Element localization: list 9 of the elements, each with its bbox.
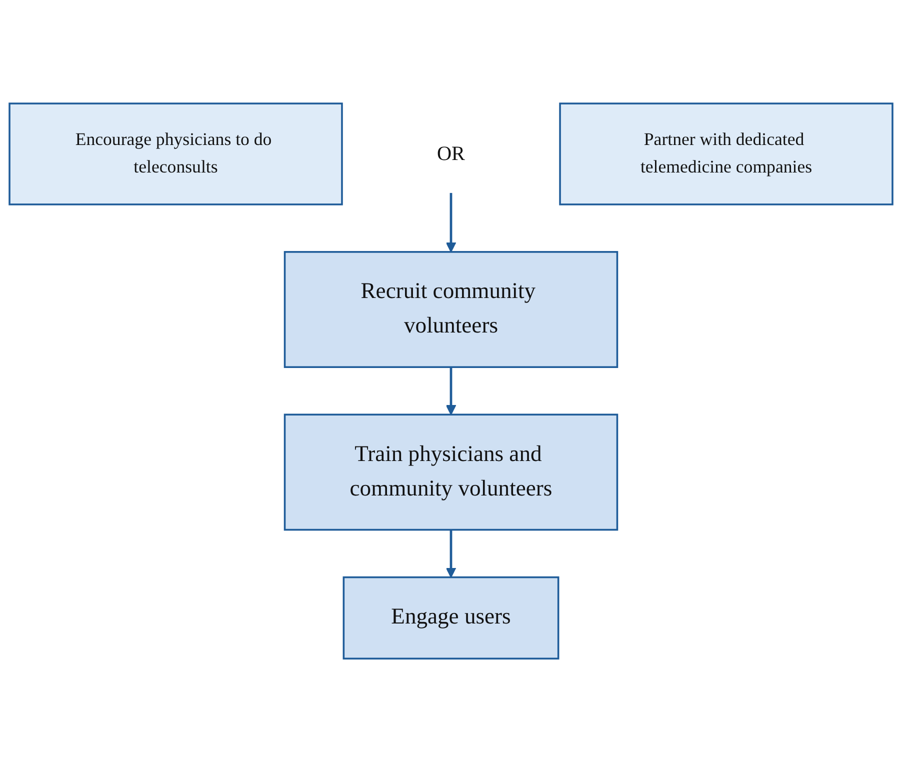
node-box: Engage users: [342, 576, 560, 660]
node-box: Partner with dedicated telemedicine companies: [559, 102, 894, 206]
node-box: Recruit community volunteers: [284, 250, 618, 368]
arrow: [446, 367, 456, 415]
node-text: OR: [436, 142, 466, 165]
node-box: Encourage physicians to do teleconsults: [8, 102, 343, 206]
arrow: [446, 192, 456, 252]
arrow: [446, 530, 456, 578]
node-box: Train physicians and community volunteers: [284, 414, 618, 531]
